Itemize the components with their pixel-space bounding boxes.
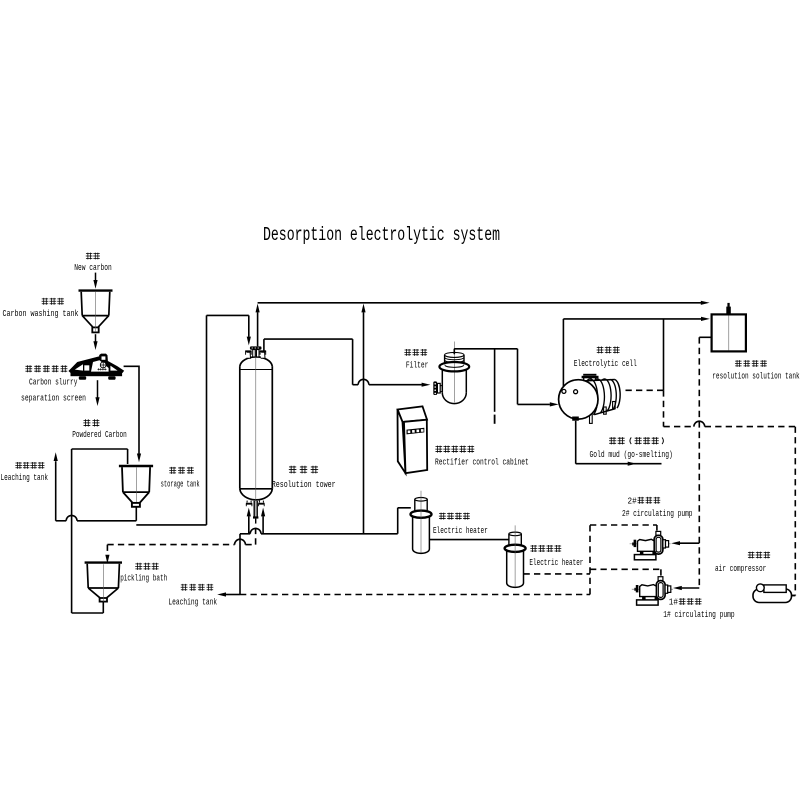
svg-text:Powdered Carbon: Powdered Carbon <box>72 430 127 440</box>
svg-text:Leaching tank: Leaching tank <box>1 473 49 483</box>
svg-text:Electric heater: Electric heater <box>433 526 488 536</box>
svg-text:separation screen: separation screen <box>21 393 86 403</box>
svg-text:resolution solution tank: resolution solution tank <box>712 372 799 382</box>
svg-text:Electrolytic cell: Electrolytic cell <box>574 359 637 369</box>
svg-text:New carbon: New carbon <box>74 263 112 273</box>
svg-text:Carbon slurry: Carbon slurry <box>29 377 78 387</box>
svg-text:air compressor: air compressor <box>715 564 766 574</box>
svg-text:Filter: Filter <box>406 360 429 370</box>
svg-text:1# circulating pump: 1# circulating pump <box>663 610 734 620</box>
svg-text:2# circulating pump: 2# circulating pump <box>622 509 693 519</box>
svg-text:Gold mud (go-smelting): Gold mud (go-smelting) <box>590 450 673 460</box>
svg-text:Leaching tank: Leaching tank <box>168 597 217 607</box>
svg-text:Rectifier control cabinet: Rectifier control cabinet <box>435 458 529 468</box>
svg-text:pickling bath: pickling bath <box>120 574 167 584</box>
svg-text:storage tank: storage tank <box>161 480 200 490</box>
svg-text:1#: 1# <box>669 597 679 608</box>
svg-text:2#: 2# <box>628 495 638 506</box>
svg-text:Resolution tower: Resolution tower <box>272 480 336 490</box>
svg-text:Desorption electrolytic system: Desorption electrolytic system <box>263 224 500 246</box>
svg-text:Electric heater: Electric heater <box>529 558 583 568</box>
svg-text:Carbon washing tank: Carbon washing tank <box>3 309 79 319</box>
